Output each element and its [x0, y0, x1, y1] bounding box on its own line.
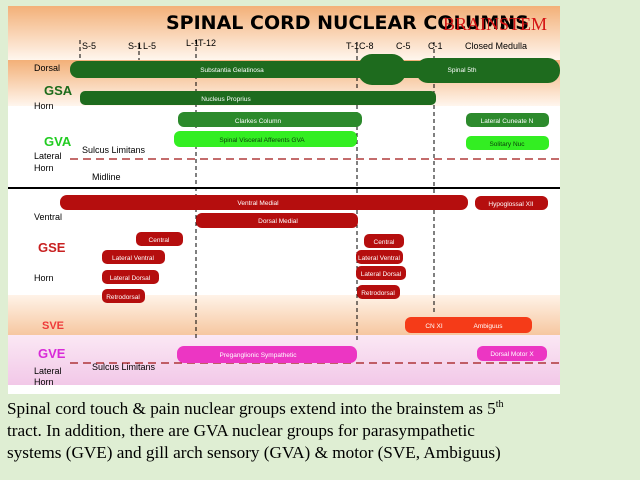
central-cervical-bar: Central	[364, 234, 404, 248]
label-midline: Midline	[92, 172, 121, 182]
level-closed-medulla: Closed Medulla	[465, 41, 527, 51]
caption-line-2: tract. In addition, there are GVA nuclea…	[7, 421, 475, 440]
hypoglossal-bar: Hypoglossal XII	[475, 196, 548, 210]
label-sulcus-limitans-bottom: Sulcus Limitans	[92, 362, 156, 372]
brainstem-heading: BRAINSTEM	[443, 14, 547, 34]
level-c5: C-5	[396, 41, 411, 51]
lateral-cuneate-bar: Lateral Cuneate N	[466, 113, 549, 127]
dorsal-motor-x-label: Dorsal Motor X	[490, 351, 534, 358]
header-band	[8, 6, 560, 60]
label-dorsal: Dorsal	[34, 63, 60, 73]
sve-bar: CN XI Ambiguus	[405, 317, 532, 333]
lateral-dorsal-cervical-label: Lateral Dorsal	[361, 271, 402, 278]
level-s1: S-1	[128, 41, 142, 51]
retrodorsal-lumbar-label: Retrodorsal	[106, 294, 140, 301]
label-horn-ventral: Horn	[34, 273, 54, 283]
spinal-5th-label: Spinal 5th	[448, 67, 477, 74]
diagram-title: SPINAL CORD NUCLEAR COLUMNS	[166, 12, 529, 34]
central-lumbar-bar: Central	[136, 232, 183, 246]
level-t1: T-1	[346, 41, 359, 51]
level-markers: S-5 S-1 L-5 L-1 T-12 T-1 C-8 C-5 C-1 Clo…	[82, 38, 527, 51]
label-horn-gsa: Horn	[34, 101, 54, 111]
central-lumbar-label: Central	[149, 237, 171, 244]
label-horn-bottom: Horn	[34, 377, 54, 387]
level-c8: C-8	[359, 41, 374, 51]
substantia-gelatinosa-label: Substantia Gelatinosa	[200, 67, 264, 74]
retrodorsal-cervical-bar: Retrodorsal	[357, 285, 400, 299]
preganglionic-sympathetic-bar: Preganglionic Sympathetic	[177, 346, 357, 363]
label-horn-lateral: Horn	[34, 163, 54, 173]
label-sve: SVE	[42, 320, 64, 332]
label-gve: GVE	[38, 346, 66, 361]
level-l5: L-5	[143, 41, 156, 51]
label-lateral-bottom: Lateral	[34, 366, 62, 376]
lateral-cuneate-label: Lateral Cuneate N	[481, 118, 534, 125]
level-l1: L-1	[186, 38, 199, 48]
caption-line-1: Spinal cord touch & pain nuclear groups …	[7, 399, 504, 418]
retrodorsal-cervical-label: Retrodorsal	[361, 290, 395, 297]
caption-line-3: systems (GVE) and gill arch sensory (GVA…	[7, 443, 501, 462]
central-cervical-label: Central	[374, 239, 396, 246]
nucleus-proprius-bar: Nucleus Proprius	[80, 91, 436, 105]
solitary-nuc-label: Solitary Nuc	[489, 141, 525, 148]
caption: Spinal cord touch & pain nuclear groups …	[7, 398, 635, 464]
level-t12: T-12	[198, 38, 216, 48]
substantia-gelatinosa-bar: Substantia Gelatinosa Spinal 5th	[70, 54, 560, 85]
label-ventral: Ventral	[34, 212, 62, 222]
dorsal-medial-label: Dorsal Medial	[258, 218, 298, 225]
label-gva: GVA	[44, 134, 72, 149]
column-labels: GSA GVA GSE SVE GVE	[38, 83, 73, 361]
ventral-medial-bar: Ventral Medial	[60, 195, 468, 210]
clarkes-column-label: Clarkes Column	[235, 118, 282, 125]
nucleus-proprius-label: Nucleus Proprius	[201, 96, 251, 103]
level-s5: S-5	[82, 41, 96, 51]
spinal-visceral-afferents-bar: Spinal Visceral Afferents GVA	[174, 131, 357, 147]
cn-xi-label: CN XI	[425, 323, 443, 330]
level-c1: C-1	[428, 41, 443, 51]
clarkes-column-bar: Clarkes Column	[178, 112, 362, 127]
lateral-dorsal-cervical-bar: Lateral Dorsal	[356, 266, 406, 280]
hypoglossal-label: Hypoglossal XII	[488, 201, 533, 208]
lateral-ventral-cervical-label: Lateral Ventral	[358, 255, 400, 262]
dorsal-medial-bar: Dorsal Medial	[196, 213, 358, 228]
lateral-dorsal-lumbar-label: Lateral Dorsal	[110, 275, 151, 282]
label-lateral-top: Lateral	[34, 151, 62, 161]
caption-superscript: th	[495, 399, 504, 410]
ventral-medial-label: Ventral Medial	[237, 200, 279, 207]
label-gse: GSE	[38, 240, 66, 255]
label-sulcus-limitans-top: Sulcus Limitans	[82, 145, 146, 155]
lateral-dorsal-lumbar-bar: Lateral Dorsal	[102, 270, 159, 284]
lateral-ventral-lumbar-label: Lateral Ventral	[112, 255, 154, 262]
ambiguus-label: Ambiguus	[474, 323, 504, 330]
solitary-nuc-bar: Solitary Nuc	[466, 136, 549, 150]
region-labels: Dorsal Horn Lateral Horn Sulcus Limitans…	[34, 63, 156, 387]
caption-line-1-text: Spinal cord touch & pain nuclear groups …	[7, 399, 496, 418]
label-gsa: GSA	[44, 83, 73, 98]
spinal-visceral-afferents-label: Spinal Visceral Afferents GVA	[219, 137, 305, 144]
lateral-ventral-lumbar-bar: Lateral Ventral	[102, 250, 165, 264]
lateral-ventral-cervical-bar: Lateral Ventral	[356, 250, 403, 264]
dorsal-motor-x-bar: Dorsal Motor X	[477, 346, 547, 361]
preganglionic-sympathetic-label: Preganglionic Sympathetic	[220, 352, 298, 359]
retrodorsal-lumbar-bar: Retrodorsal	[102, 289, 145, 303]
